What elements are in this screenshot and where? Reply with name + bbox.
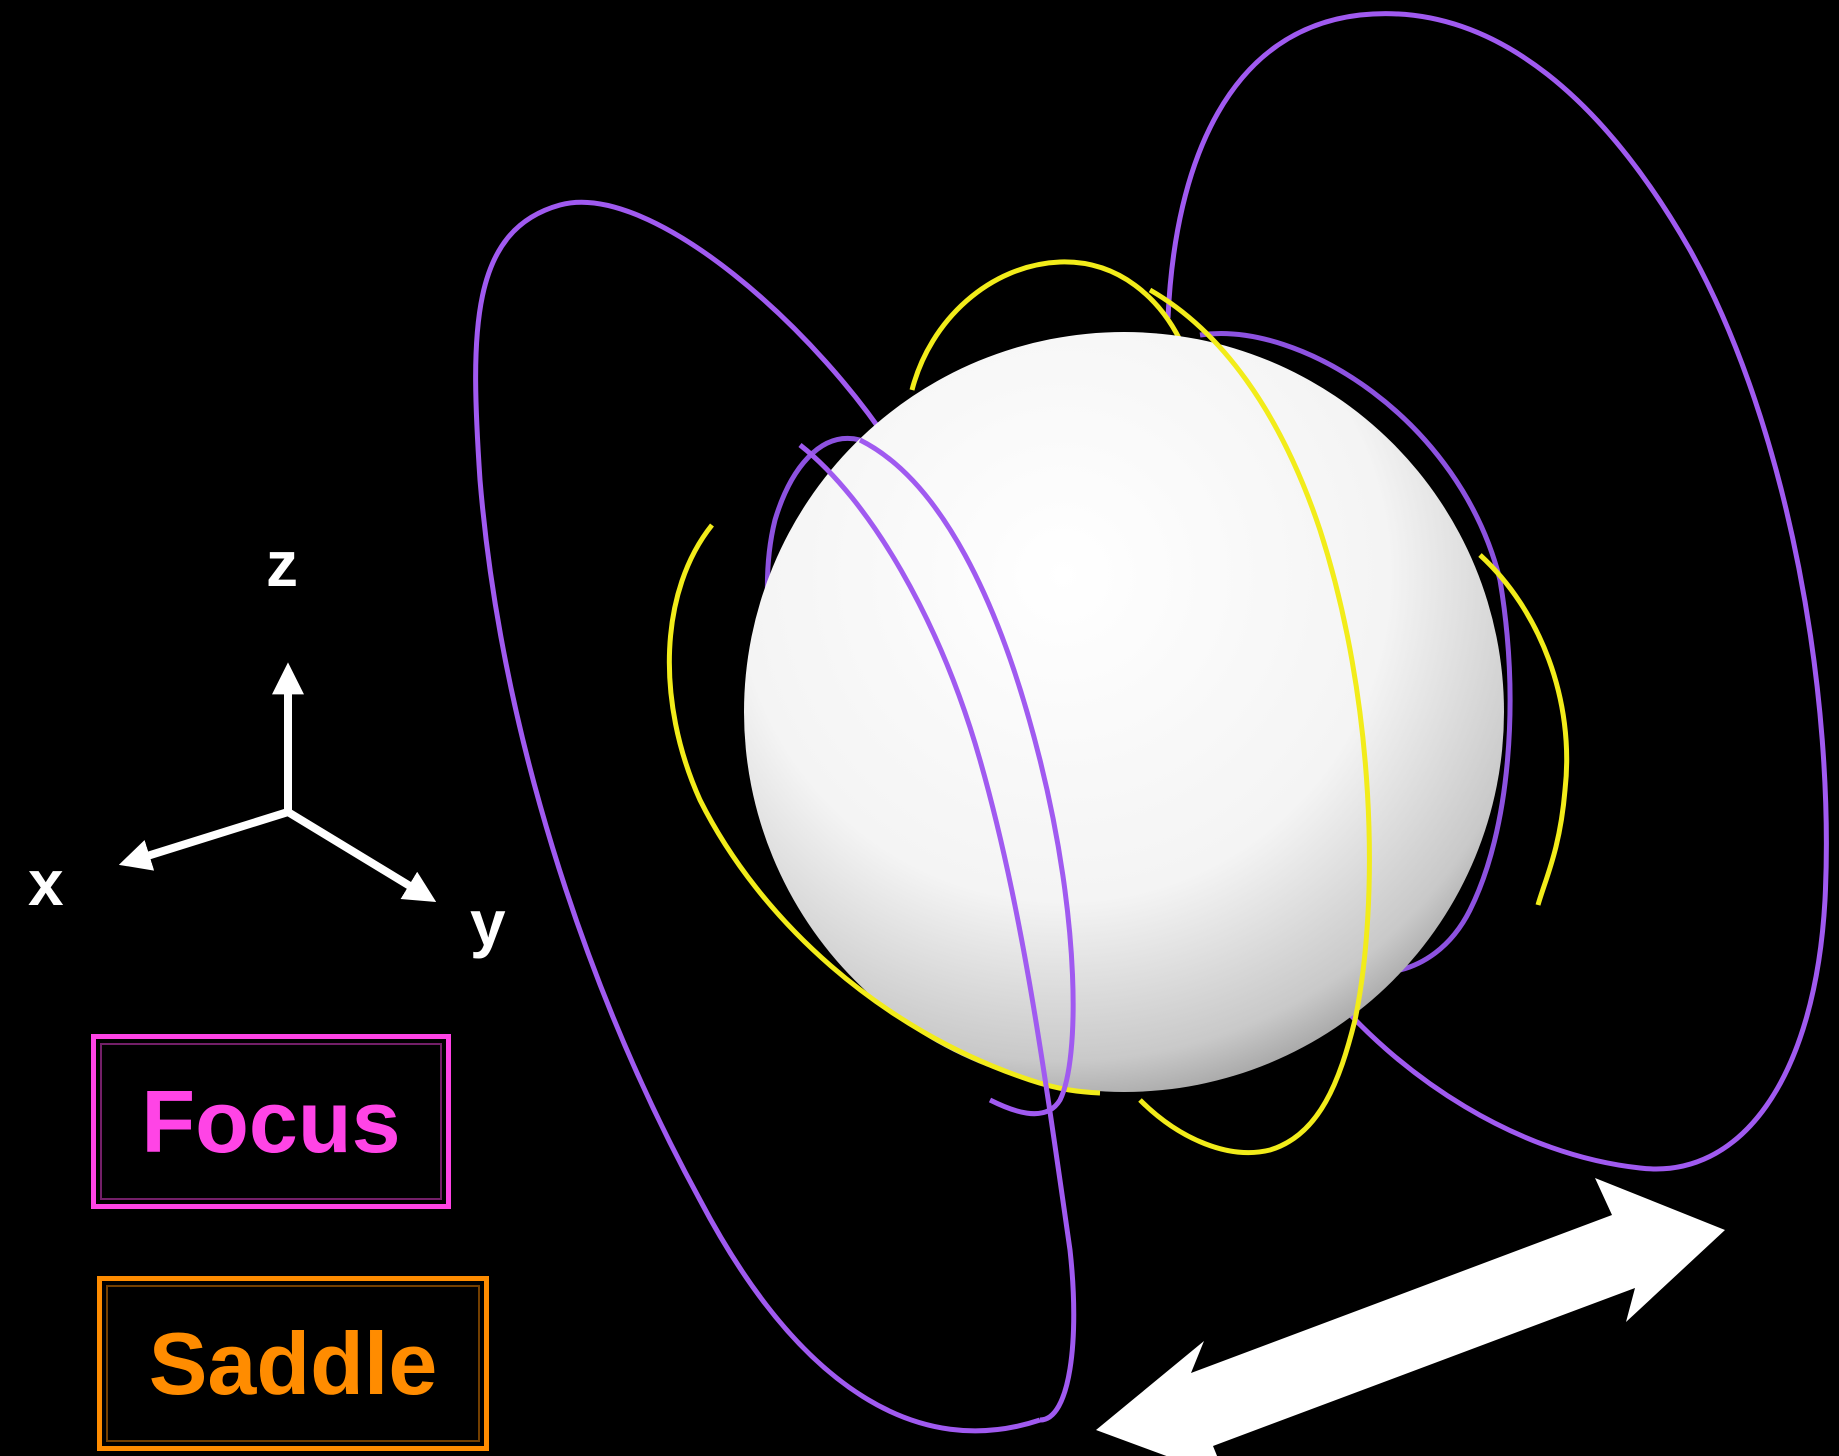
coordinate-axes: z x y (28, 528, 506, 959)
sphere (744, 332, 1504, 1092)
double-arrow (1096, 1178, 1725, 1456)
focus-legend-label: Focus (141, 1078, 400, 1166)
y-axis-label: y (470, 887, 506, 959)
saddle-legend-label: Saddle (149, 1320, 438, 1408)
x-axis-label: x (28, 847, 64, 919)
saddle-legend-box: Saddle (97, 1276, 489, 1451)
x-axis-arrow (128, 812, 288, 862)
y-axis-arrow (288, 812, 428, 897)
focus-legend-box: Focus (91, 1034, 451, 1209)
z-axis-label: z (266, 528, 298, 600)
